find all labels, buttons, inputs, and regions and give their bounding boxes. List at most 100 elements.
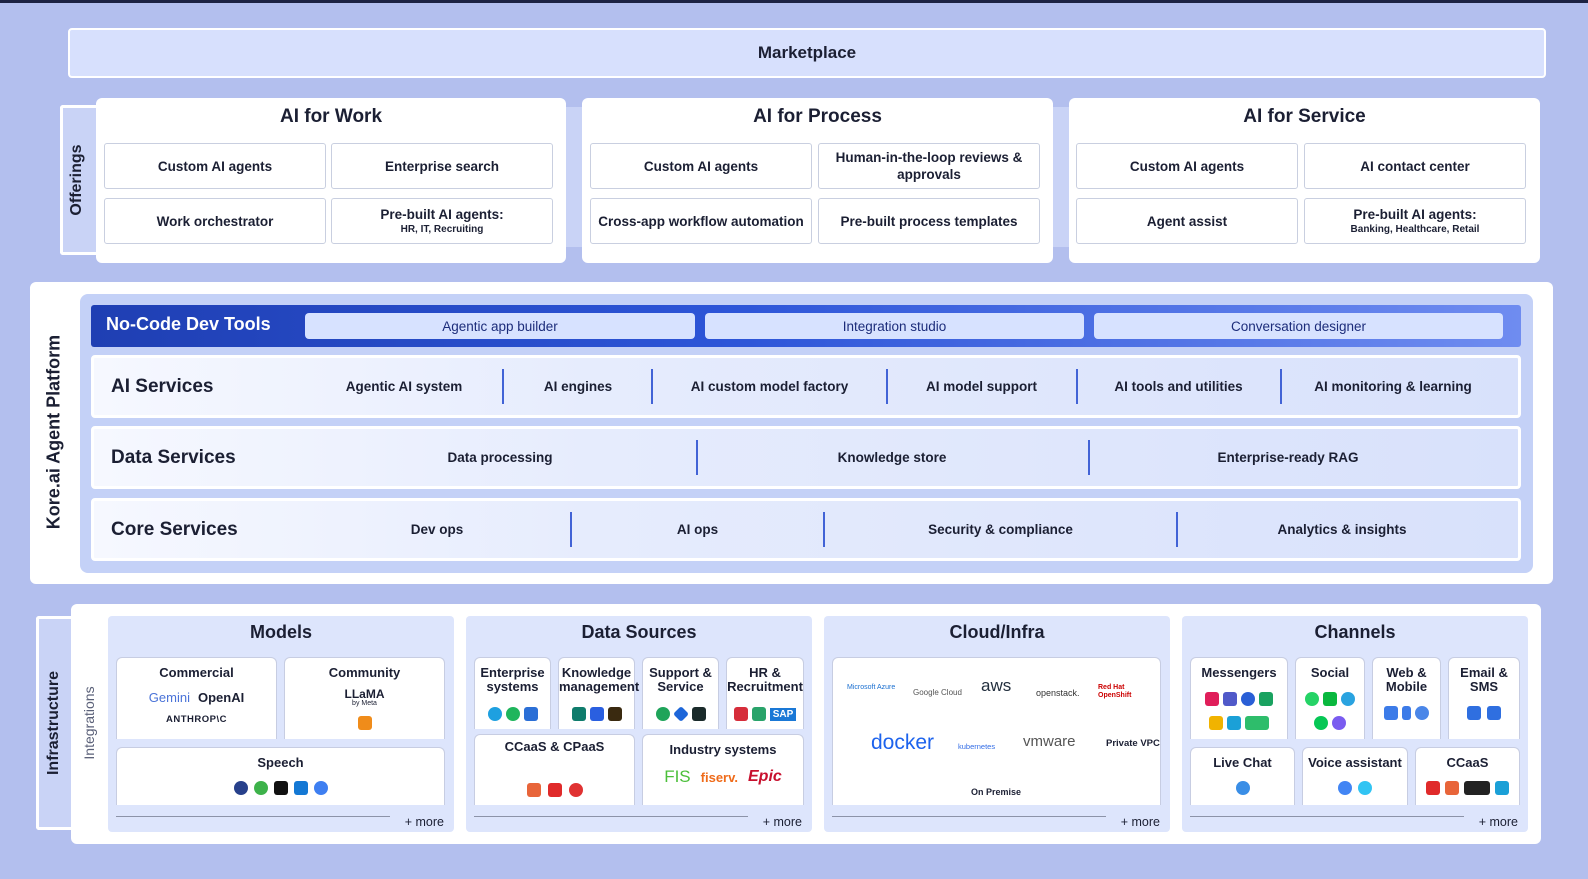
zendesk-icon [691,707,706,721]
meta-logo: by Meta [352,700,377,707]
infrastructure-label: Infrastructure [45,670,62,776]
sdk-icon [1415,706,1429,720]
confluence-icon [589,707,604,721]
cisco-icon [1227,716,1241,730]
service-item: AI engines [543,379,613,394]
industry-systems-box: Industry systems FIS fiserv. Epic [642,734,804,805]
offering-card: Pre-built AI agents:Banking, Healthcare,… [1304,198,1526,244]
knowledge-management-box: Knowledge management [558,657,639,729]
ccaas-cpaas-box: CCaaS & CPaaS [474,734,635,805]
service-item: Analytics & insights [1277,522,1407,537]
avaya-icon [1426,781,1440,795]
ccaas-provider-icon [526,783,541,797]
fiserv-logo: fiserv. [700,769,738,785]
offering-card: Cross-app workflow automation [590,198,812,244]
offering-title: AI for Process [753,106,882,127]
more-link[interactable]: + more [404,815,444,829]
more-line [1190,816,1464,817]
google-chat-icon [1259,692,1273,706]
jira-icon [672,706,689,722]
more-link[interactable]: + more [762,815,802,829]
column-title: Data Sources [581,622,697,642]
offering-card: Custom AI agents [590,143,812,189]
speech-provider-icon [313,781,328,795]
divider [1280,369,1282,404]
box-title: Community [328,665,401,680]
messenger-app-icon [1241,692,1255,706]
data-sources-column: Data Sources Enterprise systems Knowledg… [466,616,812,832]
cloud-infra-column: Cloud/Infra Microsoft Azure Google Cloud… [824,616,1170,832]
top-edge [0,0,1588,3]
docker-logo: docker [871,731,935,754]
telegram-icon [1341,692,1355,706]
nocode-item: Agentic app builder [305,313,695,339]
offering-card: Custom AI agents [104,143,326,189]
box-title: HR & Recruitment [727,665,803,694]
service-item: Knowledge store [837,450,947,465]
speech-provider-icon [253,781,268,795]
anthropic-logo: ANTHROP\C [166,714,227,725]
slack-icon [1205,692,1219,706]
offering-card: Work orchestrator [104,198,326,244]
cisco-icon [1495,781,1509,795]
workday-icon [523,707,538,721]
hr-app-icon [751,707,766,721]
web-icon [1384,706,1398,720]
offering-card: Agent assist [1076,198,1298,244]
speech-provider-icon [273,781,288,795]
private-vpc-label: Private VPC [1106,738,1160,749]
divider [823,512,825,547]
offering-card: Custom AI agents [1076,143,1298,189]
channels-ccaas-box: CCaaS [1415,747,1520,805]
more-line [474,816,748,817]
more-line [116,816,390,817]
divider [886,369,888,404]
data-services-row: Data Services Data processing Knowledge … [91,426,1521,489]
offerings-divider [566,107,582,247]
more-link[interactable]: + more [1120,815,1160,829]
box-title: Speech [257,755,304,770]
nocode-item: Integration studio [705,313,1084,339]
salesforce-icon [487,707,502,721]
enterprise-systems-box: Enterprise systems [474,657,551,729]
email-icon [1467,706,1481,720]
offerings-divider [1053,107,1069,247]
service-item: AI tools and utilities [1114,379,1243,394]
hr-app-icon [733,707,748,721]
live-chat-icon [1235,781,1250,795]
freshdesk-icon [655,707,670,721]
service-item: AI monitoring & learning [1314,379,1472,394]
azure-speech-icon [293,781,308,795]
marketplace-bar: Marketplace [68,28,1546,78]
service-item: Agentic AI system [345,379,463,394]
offerings-bracket [60,105,96,255]
core-services-row: Core Services Dev ops AI ops Security & … [91,498,1521,561]
offering-ai-for-work: AI for Work Custom AI agents Enterprise … [96,98,566,263]
service-item: AI ops [676,522,719,537]
cloud-logos-box: Microsoft Azure Google Cloud aws opensta… [832,657,1161,805]
openshift-logo: Red Hat OpenShift [1098,684,1132,699]
whatsapp-icon [1305,692,1319,706]
web-mobile-box: Web & Mobile [1372,657,1441,739]
box-title: Social [1310,665,1350,680]
offerings-label: Offerings [68,144,85,216]
offering-card: Pre-built AI agents:HR, IT, Recruiting [331,198,553,244]
offering-card: AI contact center [1304,143,1526,189]
more-link[interactable]: + more [1478,815,1518,829]
platform-label: Kore.ai Agent Platform [43,334,64,530]
integrations-label: Integrations [81,686,97,760]
divider [651,369,653,404]
support-service-box: Support & Service [642,657,719,729]
box-title: Web & Mobile [1385,665,1428,694]
channels-column: Channels Messengers Social Web & Mobile [1182,616,1528,832]
avaya-icon [547,783,562,797]
offering-ai-for-service: AI for Service Custom AI agents AI conta… [1069,98,1540,263]
llama-logo: LLaMA [344,687,385,701]
box-title: Messengers [1201,665,1277,680]
nocode-title: No-Code Dev Tools [106,314,271,334]
more-line [832,816,1106,817]
mobile-icon [1402,706,1411,720]
ai-services-row: AI Services Agentic AI system AI engines… [91,355,1521,418]
box-title: Support & Service [649,665,712,694]
openai-logo: OpenAI [197,690,245,705]
